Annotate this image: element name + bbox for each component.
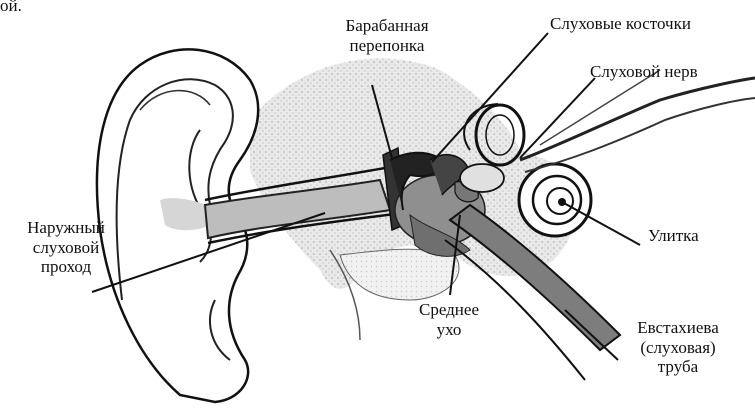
label-eustachian-tube-line-3: труба <box>618 357 738 377</box>
label-ear-canal-line-2: слуховой <box>6 238 126 258</box>
label-cochlea: Улитка <box>648 226 699 246</box>
label-ear-canal-line-3: проход <box>6 257 126 277</box>
label-auditory-nerve: Слуховой нерв <box>590 62 698 82</box>
label-ear-canal: Наружный слуховой проход <box>6 218 126 277</box>
label-middle-ear-line-2: ухо <box>404 320 494 340</box>
label-ear-canal-line-1: Наружный <box>6 218 126 238</box>
top-text-fragment: ой. <box>0 0 22 16</box>
label-eustachian-tube: Евстахиева (слуховая) труба <box>618 318 738 377</box>
label-ossicles: Слуховые косточки <box>550 14 691 34</box>
label-eardrum-line-2: перепонка <box>332 36 442 56</box>
label-middle-ear: Среднее ухо <box>404 300 494 339</box>
bone-lower <box>340 249 459 300</box>
label-middle-ear-line-1: Среднее <box>404 300 494 320</box>
vestibule <box>460 164 504 192</box>
label-eustachian-tube-line-1: Евстахиева <box>618 318 738 338</box>
label-eustachian-tube-line-2: (слуховая) <box>618 338 738 358</box>
label-eardrum: Барабанная перепонка <box>332 16 442 55</box>
label-eardrum-line-1: Барабанная <box>332 16 442 36</box>
